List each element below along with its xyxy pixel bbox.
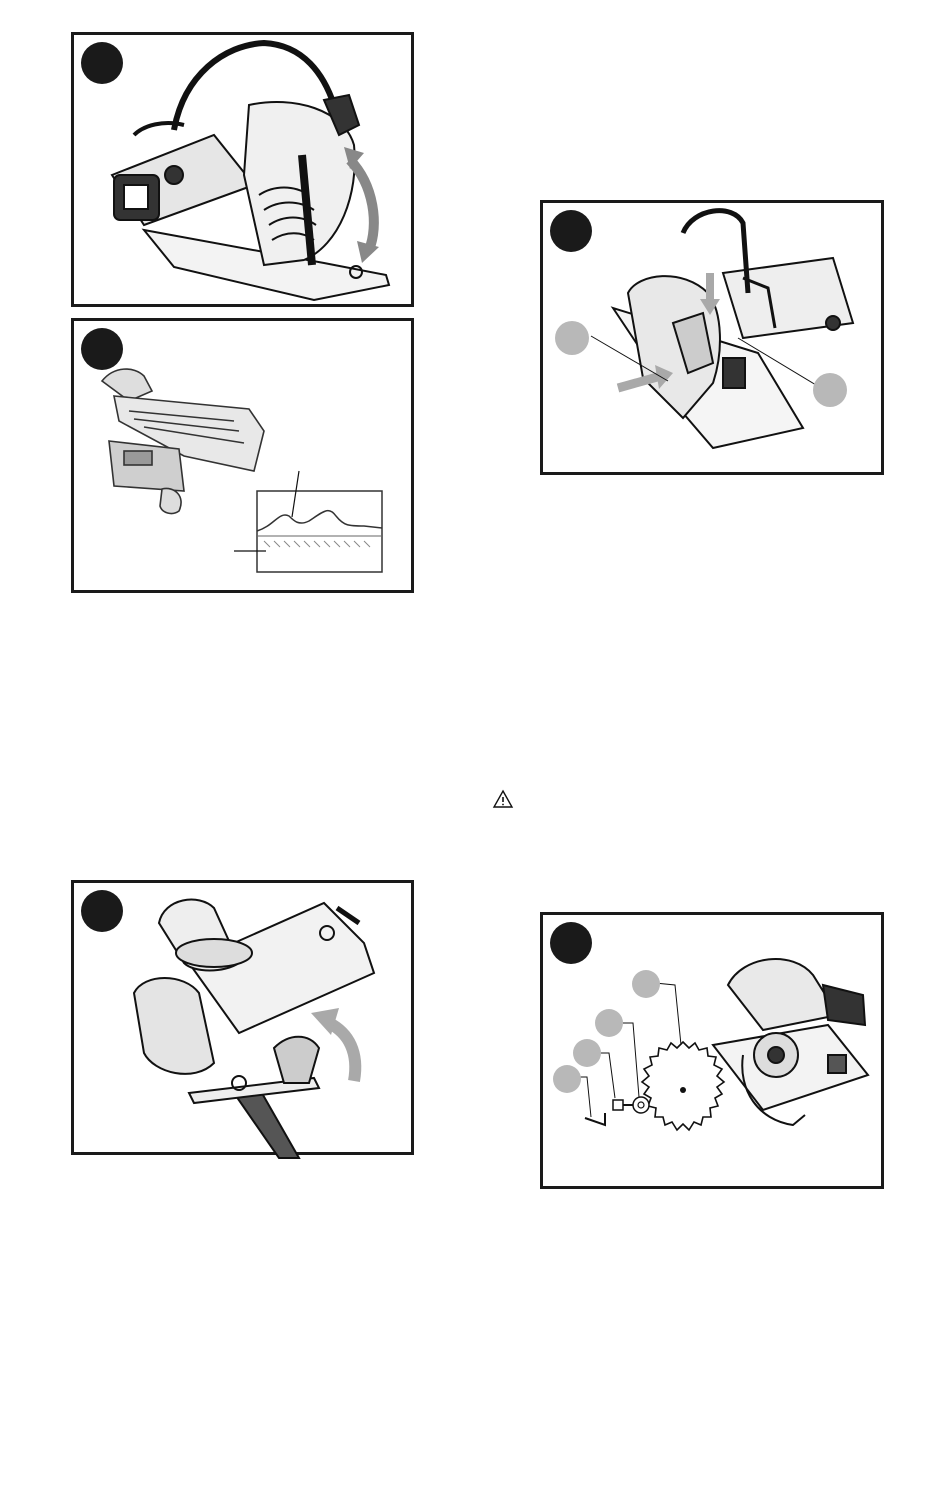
figure-depth-check [71,318,414,593]
callout-marker [553,1065,581,1093]
callout-marker [632,970,660,998]
bevel-adjust-illustration [74,883,417,1158]
figure-blade-install [540,912,884,1189]
figure-bevel-adjust [71,880,414,1155]
figure-spindle-lock [540,200,884,475]
saw-guard-illustration [74,35,417,310]
spindle-lock-illustration [543,203,887,478]
warning-triangle-icon [492,789,514,809]
figure-blade-guard [71,32,414,307]
callout-marker [813,373,847,407]
callout-marker [555,321,589,355]
depth-check-illustration [74,321,417,596]
callout-marker [573,1039,601,1067]
callout-marker [595,1009,623,1037]
